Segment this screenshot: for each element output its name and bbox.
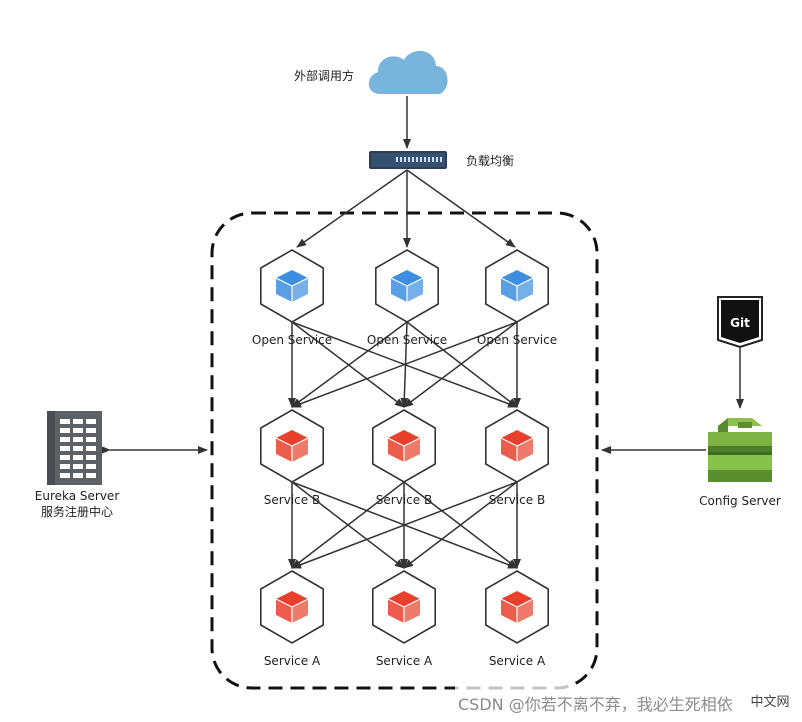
cube-icon bbox=[500, 430, 534, 462]
service-a-node: Service A bbox=[484, 570, 550, 668]
arrow-service-b-to-service-a bbox=[403, 481, 518, 569]
open-service-label: Open Service bbox=[252, 333, 332, 347]
cube-icon bbox=[500, 591, 534, 623]
open-service-label: Open Service bbox=[367, 333, 447, 347]
load-balancer-icon bbox=[369, 151, 447, 169]
config-server-icon bbox=[708, 418, 772, 482]
cube-icon bbox=[390, 270, 424, 302]
service-a-label: Service A bbox=[264, 654, 321, 668]
service-b-node: Service B bbox=[484, 409, 550, 507]
cube-icon bbox=[387, 591, 421, 623]
arrow-lb-to-open-service bbox=[406, 169, 516, 248]
arrow-open-to-service-b bbox=[406, 321, 518, 408]
git-label: Git bbox=[730, 316, 750, 330]
arrow-open-to-service-b bbox=[291, 321, 408, 408]
cloud-icon bbox=[368, 50, 448, 94]
cube-icon bbox=[275, 270, 309, 302]
service-b-node: Service B bbox=[259, 409, 325, 507]
open-service-label: Open Service bbox=[477, 333, 557, 347]
arrow-open-to-service-b bbox=[291, 321, 518, 408]
service-a-label: Service A bbox=[489, 654, 546, 668]
service-a-node: Service A bbox=[259, 570, 325, 668]
arrow-lb-to-open-service bbox=[296, 169, 408, 248]
open-service-node: Open Service bbox=[252, 249, 332, 347]
external-caller-label: 外部调用方 bbox=[294, 68, 354, 83]
service-a-label: Service A bbox=[376, 654, 433, 668]
arrow-service-b-to-service-a bbox=[291, 481, 405, 569]
git-badge-icon: Git bbox=[717, 296, 763, 349]
cube-icon bbox=[387, 430, 421, 462]
registry-center-label: 服务注册中心 bbox=[41, 504, 113, 519]
arrow-service-b-to-service-a bbox=[291, 481, 518, 569]
load-balancer-label: 负载均衡 bbox=[466, 154, 514, 168]
cube-icon bbox=[275, 430, 309, 462]
watermark: CSDN @你若不离不弃，我必生死相依 中文网 bbox=[455, 685, 801, 719]
arrow-open-to-service-b bbox=[403, 321, 518, 408]
connection-arrows bbox=[101, 96, 744, 569]
watermark-text: CSDN @你若不离不弃，我必生死相依 bbox=[458, 695, 733, 714]
open-service-node: Open Service bbox=[367, 249, 447, 347]
arrow-open-to-service-b bbox=[291, 321, 405, 408]
server-rack-icon bbox=[47, 411, 102, 485]
eureka-server-label: Eureka Server bbox=[35, 489, 120, 503]
cube-icon bbox=[275, 591, 309, 623]
svg-text:中文网: 中文网 bbox=[750, 695, 789, 710]
service-b-label: Service B bbox=[489, 493, 545, 507]
service-b-node: Service B bbox=[371, 409, 437, 507]
watermark-badge: 中文网 bbox=[745, 690, 797, 712]
service-cluster-boundary bbox=[210, 211, 599, 690]
service-b-label: Service B bbox=[264, 493, 320, 507]
open-service-node: Open Service bbox=[477, 249, 557, 347]
config-server-label: Config Server bbox=[699, 494, 781, 508]
service-a-node: Service A bbox=[371, 570, 437, 668]
cube-icon bbox=[500, 270, 534, 302]
service-b-label: Service B bbox=[376, 493, 432, 507]
